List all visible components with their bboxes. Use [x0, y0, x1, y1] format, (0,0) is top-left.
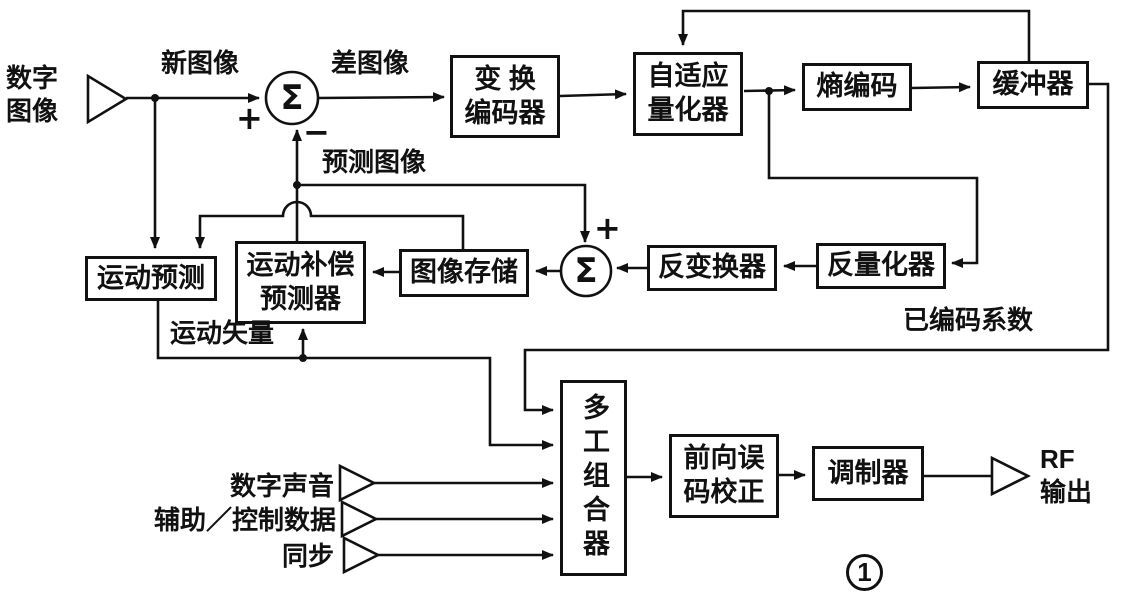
label-pred-image: 预测图像 — [322, 147, 427, 177]
figure-number-badge: 1 — [846, 554, 883, 591]
sum1-minus-sign: − — [303, 113, 330, 151]
audio-amp-triangle-icon — [338, 463, 377, 503]
sum2-plus-sign: + — [594, 209, 621, 247]
label-diff-image: 差图像 — [331, 48, 410, 78]
line-transform-to-quantizer — [559, 89, 627, 100]
block-multiplexer: 多工组合器 — [560, 380, 627, 576]
line-prediction-to-sum2 — [297, 183, 590, 243]
label-aux-control-data: 辅助／控制数据 — [153, 505, 336, 535]
label-digital-image: 数字 图像 — [6, 63, 59, 126]
sum-node-1-circle — [264, 70, 320, 126]
block-motion-predictor: 运动预测 — [85, 256, 217, 301]
label-sync: 同步 — [281, 541, 334, 571]
sync-amp-triangle-icon — [342, 535, 381, 575]
block-mc-predictor: 运动补偿 预测器 — [235, 241, 366, 324]
rf-amp-triangle-icon — [990, 455, 1031, 497]
label-new-image: 新图像 — [161, 48, 240, 78]
block-adaptive-quantizer: 自适应 量化器 — [633, 52, 743, 136]
block-entropy-coder: 熵编码 — [802, 63, 912, 111]
label-rf-output: RF 输出 — [1040, 444, 1093, 507]
junction-dot — [293, 181, 301, 189]
line-buffer-feedback-to-quantizer — [678, 9, 1031, 61]
junction-dot — [299, 354, 307, 362]
sum-node-1: Σ — [280, 78, 304, 118]
line-sum1-to-transform — [317, 92, 445, 103]
sum-node-2-circle — [559, 244, 613, 298]
block-fec: 前向误 码校正 — [669, 434, 779, 518]
label-digital-audio: 数字声音 — [229, 471, 334, 501]
block-inverse-quantizer: 反量化器 — [816, 243, 946, 289]
block-inverse-transformer: 反变换器 — [647, 245, 777, 291]
sum-node-2: Σ — [574, 251, 598, 291]
block-image-store: 图像存储 — [399, 249, 529, 297]
junction-dot — [151, 94, 159, 102]
label-coded-coefficients: 已编码系数 — [903, 305, 1034, 335]
line-coded-coeff-to-mux — [523, 82, 1110, 415]
line-image-store-to-motion-predictor — [195, 200, 465, 249]
block-buffer: 缓冲器 — [977, 61, 1089, 109]
aux-amp-triangle-icon — [340, 499, 379, 539]
label-motion-vector: 运动矢量 — [170, 318, 275, 348]
junction-dot — [765, 87, 773, 95]
sum1-plus-sign: + — [236, 99, 263, 137]
block-modulator: 调制器 — [812, 446, 924, 501]
line-entropy-to-buffer — [911, 82, 971, 93]
line-quantizer-to-inverse-quantizer — [767, 91, 979, 268]
line-motion-vector-to-mux — [156, 300, 554, 450]
block-transform-coder: 变 换 编码器 — [450, 55, 560, 138]
input-amp-triangle-icon — [86, 73, 129, 125]
